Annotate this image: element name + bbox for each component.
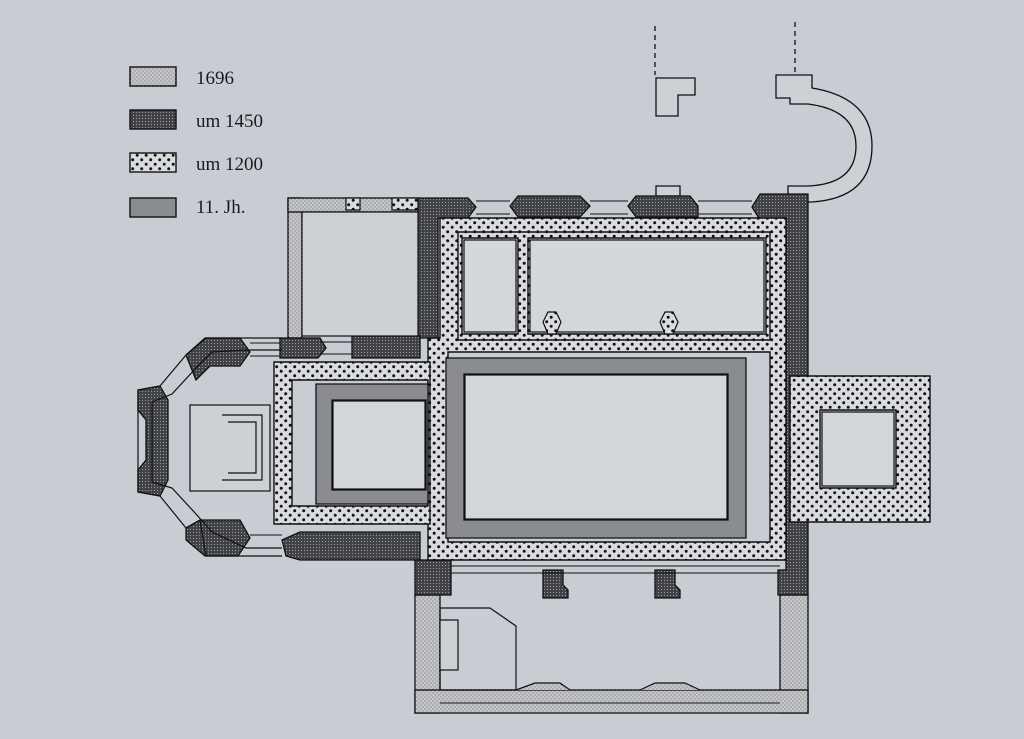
thin-walls — [250, 200, 780, 704]
wall-1450-south — [281, 531, 421, 561]
phase-11jh-walls — [315, 357, 747, 539]
wall-1450-north-block-2 — [509, 195, 591, 218]
wall-1200-east-annex — [789, 375, 931, 523]
altar — [189, 404, 271, 492]
wall-1450-mid-block-1 — [279, 337, 327, 359]
interior-spaces — [301, 211, 895, 520]
legend-label-um-1200: um 1200 — [196, 154, 263, 175]
apse-outline — [137, 337, 282, 557]
wall-1450-apse-south — [185, 519, 251, 557]
north-piers — [345, 197, 679, 335]
wall-1696-south-bottom — [414, 689, 809, 714]
phase-1696-walls — [287, 197, 809, 714]
wall-11jh-nave — [445, 357, 747, 539]
wall-1450-mid-block-2 — [351, 335, 421, 359]
legend-swatch-11-jh — [129, 197, 177, 218]
wall-1696-room-west — [287, 197, 303, 339]
legend-item-11-jh: 11. Jh. — [129, 197, 245, 218]
legend-swatch-1696 — [129, 66, 177, 87]
wall-1450-north-block-3 — [627, 195, 699, 218]
legend-label-1696: 1696 — [196, 68, 234, 89]
wall-1450-apse-west — [137, 385, 169, 497]
legend-label-11-jh: 11. Jh. — [196, 197, 245, 218]
wall-1450-south-corner — [414, 559, 452, 596]
south-room — [439, 607, 701, 691]
north-remains — [654, 22, 873, 203]
legend-item-um-1200: um 1200 — [129, 152, 263, 175]
wall-11jh-west — [315, 383, 429, 505]
wall-1450-south-pier-2 — [654, 569, 681, 599]
legend-swatch-um-1450 — [129, 109, 177, 130]
legend-label-um-1450: um 1450 — [196, 111, 263, 132]
wall-1450-apse-north — [185, 337, 251, 382]
legend-item-um-1450: um 1450 — [129, 109, 263, 132]
legend-swatch-um-1200 — [129, 152, 177, 173]
legend-item-1696: 1696 — [129, 66, 234, 89]
wall-1450-south-pier-1 — [542, 569, 569, 599]
legend: 1696 um 1450 um 1200 11. Jh. — [129, 66, 263, 218]
wall-1200-north-rooms — [457, 231, 771, 341]
wall-1200-west-chamber — [273, 361, 431, 525]
